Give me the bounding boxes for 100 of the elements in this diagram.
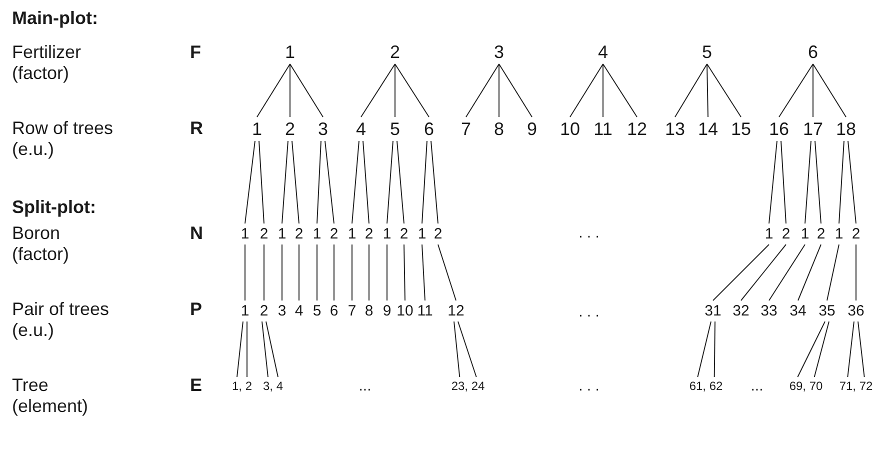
tree-node-number: 61, 62 (689, 379, 723, 393)
tree-node-number: 16 (768, 119, 790, 139)
tree-node-number: 18 (836, 119, 856, 139)
connector-line (458, 321, 477, 378)
tree-node-number: 1 (252, 119, 262, 139)
connector-line (814, 321, 830, 378)
tree-node-number: 4 (598, 42, 608, 62)
tree-node-number: 5 (702, 42, 712, 62)
tree-node-number: 8 (494, 119, 504, 139)
tree-node-number: 23, 24 (451, 379, 485, 393)
tree-node-number: 2 (400, 226, 408, 242)
connector-line (798, 244, 822, 301)
connector-line (714, 321, 716, 378)
level-code: F (190, 42, 201, 63)
tree-node-number: 2 (260, 226, 268, 242)
row-label: Row of trees (e.u.) (12, 118, 114, 160)
tree-node-number: 3 (318, 119, 328, 139)
tree-node-number: 1 (834, 226, 844, 242)
connector-line (466, 64, 500, 118)
connector-line (768, 140, 778, 224)
tree-node-number: 33 (760, 302, 778, 320)
connector-line (804, 140, 812, 224)
tree-node-number: 2 (390, 42, 400, 62)
connector-line (394, 64, 430, 118)
tree-node-number: 1 (278, 226, 286, 242)
tree-node-number: 6 (424, 119, 434, 139)
connector-line (498, 64, 532, 118)
tree-node-number: 36 (848, 302, 864, 320)
connector-line (797, 321, 826, 378)
level-code: N (190, 223, 203, 244)
connector-line (316, 140, 322, 224)
tree-node-number: 2 (364, 226, 374, 242)
connector-line (244, 244, 246, 301)
tree-node-number: 1 (240, 302, 250, 320)
connector-line (602, 64, 604, 118)
connector-line (570, 64, 604, 118)
tree-node-number: 17 (802, 119, 824, 139)
connector-line (316, 244, 318, 301)
tree-node-number: 1 (800, 226, 810, 242)
tree-node-number: 6 (808, 42, 818, 62)
tree-node-number: 5 (390, 119, 400, 139)
tree-node-number: 13 (664, 119, 686, 139)
connector-line (244, 140, 256, 224)
tree-node-number: 2 (294, 226, 304, 242)
connector-line (826, 244, 840, 301)
ellipsis: ... (750, 376, 764, 396)
ellipsis: ... (358, 376, 372, 396)
connector-line (430, 140, 438, 224)
tree-node-number: 35 (818, 302, 836, 320)
tree-node-number: 4 (294, 302, 304, 320)
connector-line (780, 140, 786, 224)
tree-node-number: 32 (732, 302, 750, 320)
tree-node-number: 2 (852, 226, 860, 242)
tree-node-number: 1 (418, 226, 426, 242)
connector-line (438, 244, 456, 301)
connector-line (706, 64, 742, 118)
connector-line (454, 321, 460, 378)
tree-node-number: 3, 4 (263, 379, 283, 393)
connector-line (386, 244, 388, 301)
tree-node-number: 7 (461, 119, 471, 139)
row-label: Tree (element) (12, 375, 90, 417)
row-label: Pair of trees (e.u.) (12, 299, 110, 341)
tree-node-number: 1 (348, 226, 356, 242)
tree-node-number: 7 (348, 302, 356, 320)
connector-line (396, 140, 404, 224)
tree-node-number: 14 (698, 119, 718, 139)
connector-line (838, 140, 844, 224)
tree-node-number: 2 (260, 302, 268, 320)
tree-node-number: 69, 70 (789, 379, 823, 393)
connector-line (368, 244, 370, 301)
connector-line (262, 321, 268, 378)
connector-line (706, 64, 708, 118)
connector-line (778, 64, 814, 118)
tree-node-number: 10 (560, 119, 580, 139)
connector-line (814, 140, 822, 224)
connector-line (246, 321, 248, 378)
connector-line (740, 244, 786, 301)
connector-line (602, 64, 638, 118)
connector-line (812, 64, 814, 118)
connector-line (697, 321, 712, 378)
tree-node-number: 10 (396, 302, 414, 320)
level-code: P (190, 299, 202, 320)
tree-node-number: 4 (356, 119, 366, 139)
tree-node-number: 2 (782, 226, 790, 242)
tree-node-number: 11 (417, 302, 433, 320)
tree-node-number: 8 (364, 302, 374, 320)
connector-line (498, 64, 500, 118)
section-heading: Main-plot: (12, 8, 98, 29)
connector-line (282, 140, 288, 224)
connector-line (404, 244, 406, 301)
tree-node-number: 9 (382, 302, 392, 320)
tree-node-number: 3 (278, 302, 286, 320)
ellipsis: . . . (578, 302, 600, 322)
tree-node-number: 31 (704, 302, 722, 320)
connector-line (360, 64, 396, 118)
tree-node-number: 1 (764, 226, 774, 242)
tree-node-number: 2 (434, 226, 442, 242)
tree-node-number: 1 (382, 226, 392, 242)
connector-line (290, 64, 324, 118)
row-label: Boron (factor) (12, 223, 70, 265)
